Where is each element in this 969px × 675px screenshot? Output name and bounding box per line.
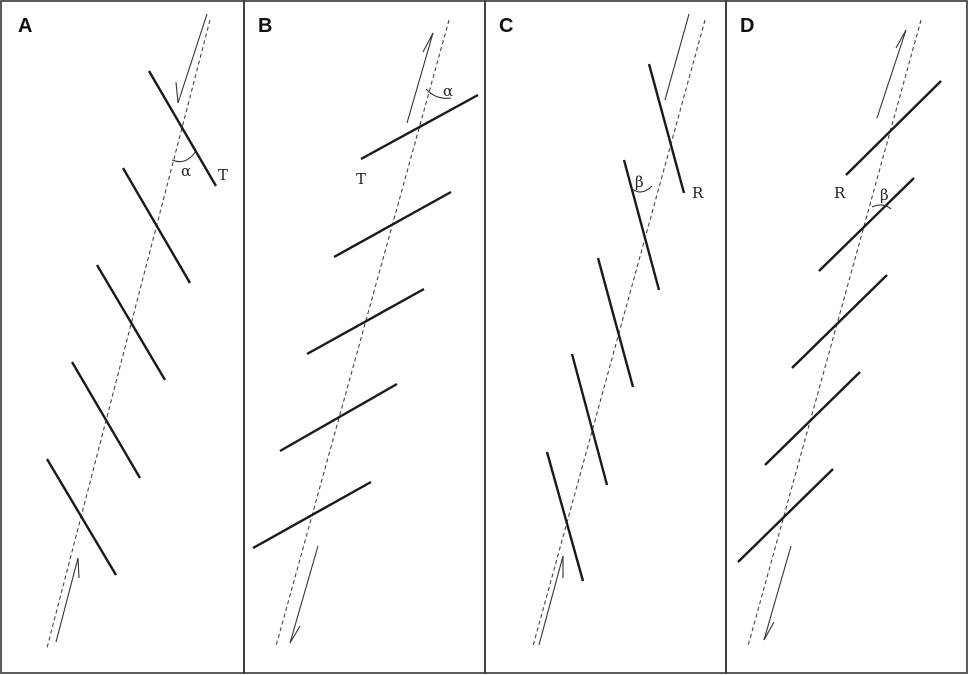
fracture-c-4	[570, 353, 609, 486]
fracture-a-1	[147, 70, 218, 187]
panel-label-d: D	[740, 15, 754, 37]
slip-arrow-bottom-a	[55, 557, 80, 643]
panel-frame-b	[243, 0, 486, 674]
panel-label-a: A	[18, 15, 32, 37]
fracture-a-3	[95, 264, 167, 381]
slip-arrow-top-a	[175, 13, 208, 104]
panel-label-b: B	[258, 15, 272, 37]
fracture-c-3	[596, 257, 635, 388]
angle-label-d: β	[880, 186, 889, 204]
slip-arrow-bottom-d	[763, 545, 792, 641]
fracture-b-4	[279, 382, 398, 453]
panel-a: A α T	[18, 13, 228, 649]
panel-d: D β R	[737, 15, 942, 647]
fault-trace-a	[46, 19, 211, 649]
angle-arc-b	[425, 88, 452, 99]
fracture-a-2	[121, 167, 192, 284]
fracture-d-2	[818, 177, 915, 272]
fracture-c-2	[622, 159, 661, 291]
fracture-b-2	[333, 190, 452, 259]
fracture-d-4	[764, 371, 861, 466]
fracture-b-5	[252, 480, 372, 550]
fracture-label-a: T	[218, 166, 228, 184]
fracture-d-3	[791, 274, 888, 369]
fracture-b-3	[306, 287, 425, 356]
fault-trace-b	[275, 19, 450, 647]
fault-trace-d	[747, 19, 922, 647]
angle-label-b: α	[443, 82, 453, 100]
fracture-label-b: T	[356, 170, 366, 188]
fracture-label-d: R	[834, 184, 846, 202]
slip-arrow-top-b	[406, 32, 434, 124]
angle-label-c: β	[635, 173, 644, 191]
angle-arc-a	[171, 150, 197, 163]
angle-label-a: α	[181, 162, 191, 180]
panel-label-c: C	[499, 15, 513, 37]
fracture-c-1	[647, 63, 686, 194]
fracture-d-1	[845, 80, 942, 176]
panel-frame-c	[484, 0, 727, 674]
panel-c: C β R	[499, 13, 706, 647]
angle-arc-c	[630, 185, 653, 193]
fracture-a-5	[45, 458, 118, 576]
angle-arc-d	[871, 204, 892, 210]
fracture-d-5	[737, 468, 834, 563]
fracture-label-c: R	[692, 184, 704, 202]
fracture-b-1	[360, 93, 479, 161]
panel-frame-a	[0, 0, 245, 674]
slip-arrow-top-d	[876, 29, 907, 119]
fracture-a-4	[70, 361, 142, 479]
slip-arrow-bottom-c	[538, 555, 564, 646]
slip-arrow-bottom-b	[289, 545, 319, 644]
fracture-c-5	[545, 451, 585, 582]
panel-b: B α T	[252, 15, 479, 647]
slip-arrow-top-c	[664, 13, 690, 101]
panel-frame-d	[725, 0, 968, 674]
